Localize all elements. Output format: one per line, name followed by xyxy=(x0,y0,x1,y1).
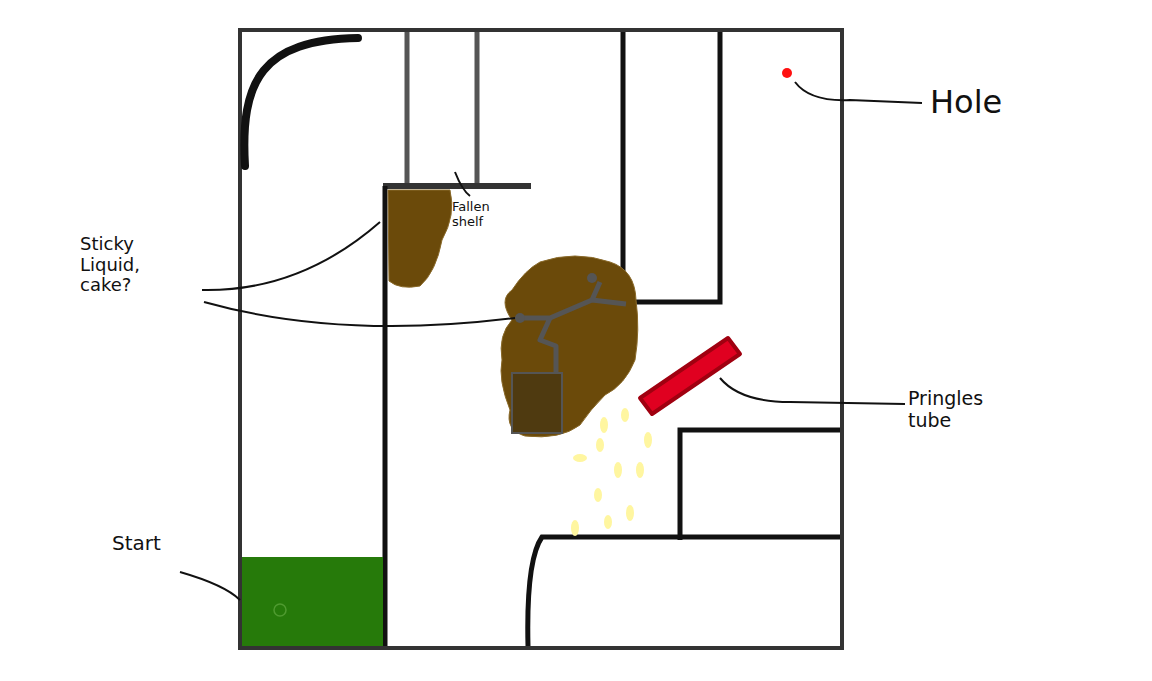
fallen-shelf xyxy=(522,282,626,378)
divider-wall xyxy=(383,186,388,646)
tube-label: Pringles tube xyxy=(908,388,1008,432)
shelf-joint xyxy=(515,313,525,323)
leader-lines xyxy=(180,82,922,600)
shelf-board xyxy=(383,183,531,189)
sticky-puddle xyxy=(388,190,452,287)
curved-wall xyxy=(244,38,358,166)
hole-label: Hole xyxy=(930,84,1040,121)
room-border xyxy=(240,30,842,648)
shelf-label: Fallen shelf xyxy=(452,200,522,230)
pillar-wall xyxy=(623,32,720,302)
shelf-leg xyxy=(405,32,410,185)
start-label: Start xyxy=(112,532,202,555)
chips xyxy=(571,408,652,536)
pringles-tube xyxy=(640,338,740,414)
step-wall xyxy=(528,537,840,646)
shelf-joint xyxy=(587,273,597,283)
step-wall xyxy=(680,430,840,540)
fallen-box xyxy=(512,373,562,433)
puddle-label: Sticky Liquid, cake? xyxy=(80,234,180,296)
shelf-leg xyxy=(475,32,480,185)
start-area xyxy=(242,557,383,646)
ball xyxy=(274,604,286,616)
hole xyxy=(782,68,792,78)
sticky-puddle xyxy=(501,256,638,437)
